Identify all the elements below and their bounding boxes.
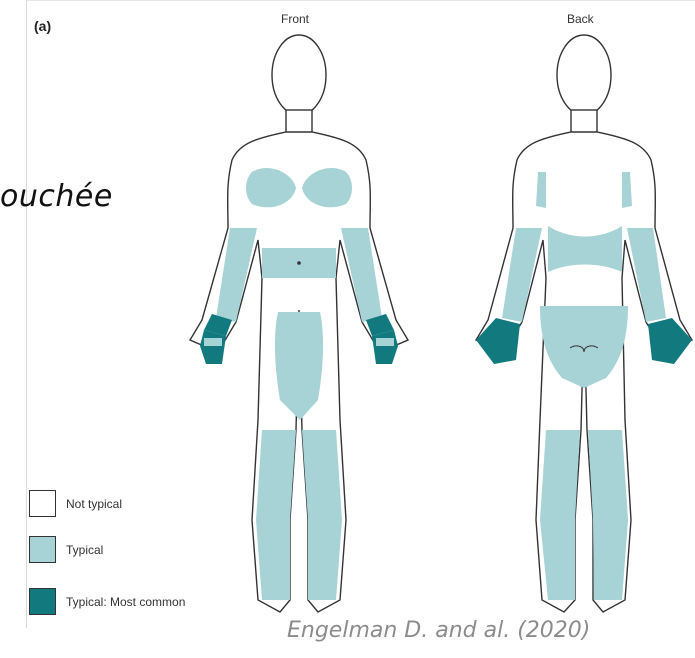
legend-swatch-most-common: [29, 588, 56, 615]
legend-label: Typical: Most common: [66, 595, 185, 609]
citation: Engelman D. and al. (2020): [287, 618, 590, 643]
legend-item-not-typical: Not typical: [29, 490, 122, 517]
legend-swatch-typical: [29, 536, 56, 563]
legend-label: Typical: [66, 543, 103, 557]
legend-swatch-not-typical: [29, 490, 56, 517]
front-body: [190, 35, 408, 612]
legend-item-typical: Typical: [29, 536, 103, 563]
legend-item-most-common: Typical: Most common: [29, 588, 185, 615]
legend-label: Not typical: [66, 497, 122, 511]
back-body: [476, 35, 692, 612]
